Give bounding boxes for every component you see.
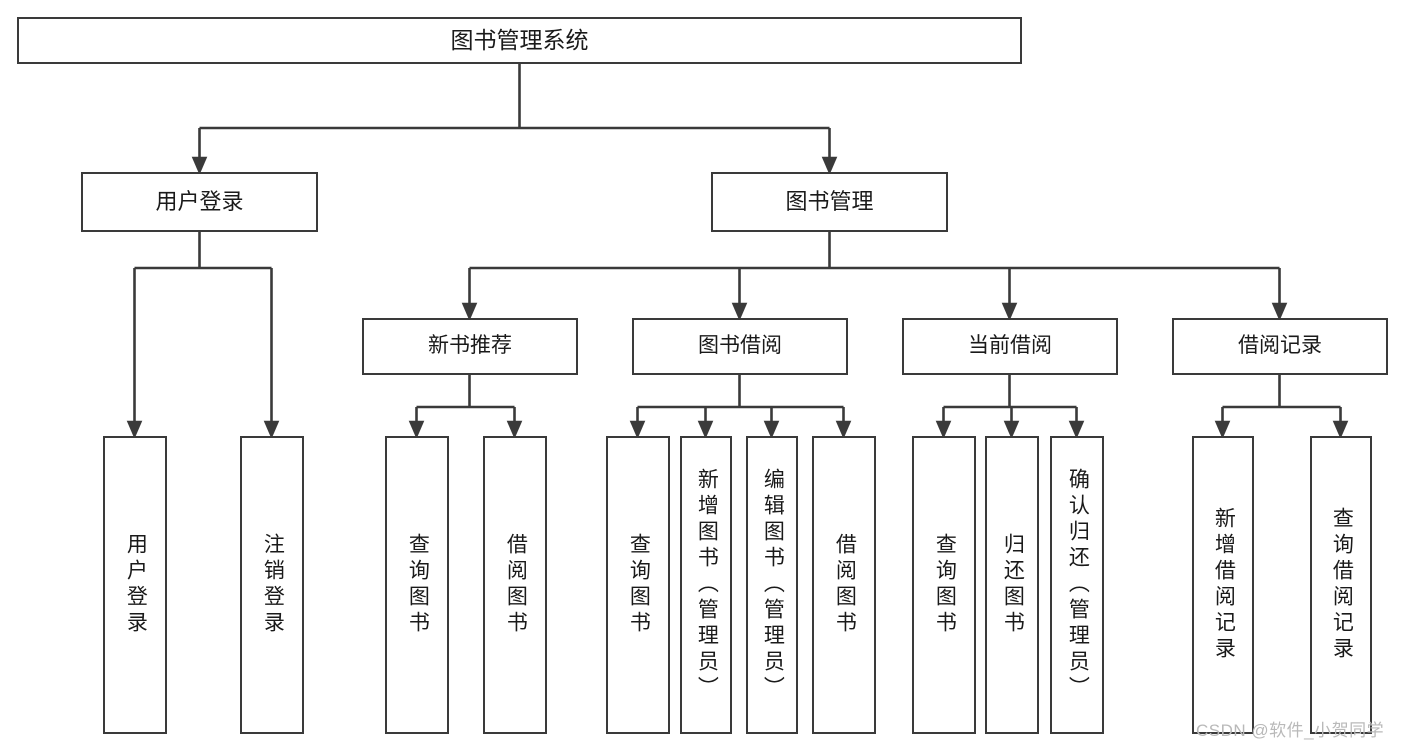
current-borrow-connectors bbox=[935, 375, 1085, 439]
csdn-watermark: CSDN @软件_小贺同学 bbox=[1196, 721, 1385, 740]
leaf-query-book-rec[interactable]: 查询图书 bbox=[385, 436, 449, 734]
node-book-borrow[interactable]: 图书借阅 bbox=[632, 318, 848, 375]
leaf-add-borrow-record[interactable]: 新增借阅记录 bbox=[1192, 436, 1254, 734]
node-new-book-rec[interactable]: 新书推荐 bbox=[362, 318, 578, 375]
leaf-user-login[interactable]: 用户登录 bbox=[103, 436, 167, 734]
leaf-borrow-book-borrow[interactable]: 借阅图书 bbox=[812, 436, 876, 734]
borrow-record-connectors bbox=[1214, 375, 1349, 439]
leaf-add-book-admin[interactable]: 新增图书（管理员） bbox=[680, 436, 732, 734]
node-book-manage[interactable]: 图书管理 bbox=[711, 172, 948, 232]
node-borrow-record[interactable]: 借阅记录 bbox=[1172, 318, 1388, 375]
leaf-query-book-borrow[interactable]: 查询图书 bbox=[606, 436, 670, 734]
node-current-borrow[interactable]: 当前借阅 bbox=[902, 318, 1118, 375]
leaf-query-borrow-record[interactable]: 查询借阅记录 bbox=[1310, 436, 1372, 734]
leaf-user-logout[interactable]: 注销登录 bbox=[240, 436, 304, 734]
leaf-confirm-return-admin[interactable]: 确认归还（管理员） bbox=[1050, 436, 1104, 734]
leaf-edit-book-admin[interactable]: 编辑图书（管理员） bbox=[746, 436, 798, 734]
user-login-connectors bbox=[126, 232, 280, 439]
leaf-query-book-current[interactable]: 查询图书 bbox=[912, 436, 976, 734]
book-manage-connectors bbox=[461, 232, 1288, 321]
root-connectors bbox=[191, 64, 838, 175]
new-book-rec-connectors bbox=[408, 375, 523, 439]
node-root-system[interactable]: 图书管理系统 bbox=[17, 17, 1022, 64]
book-borrow-connectors bbox=[629, 375, 852, 439]
node-user-login[interactable]: 用户登录 bbox=[81, 172, 318, 232]
leaf-borrow-book-rec[interactable]: 借阅图书 bbox=[483, 436, 547, 734]
leaf-return-book[interactable]: 归还图书 bbox=[985, 436, 1039, 734]
